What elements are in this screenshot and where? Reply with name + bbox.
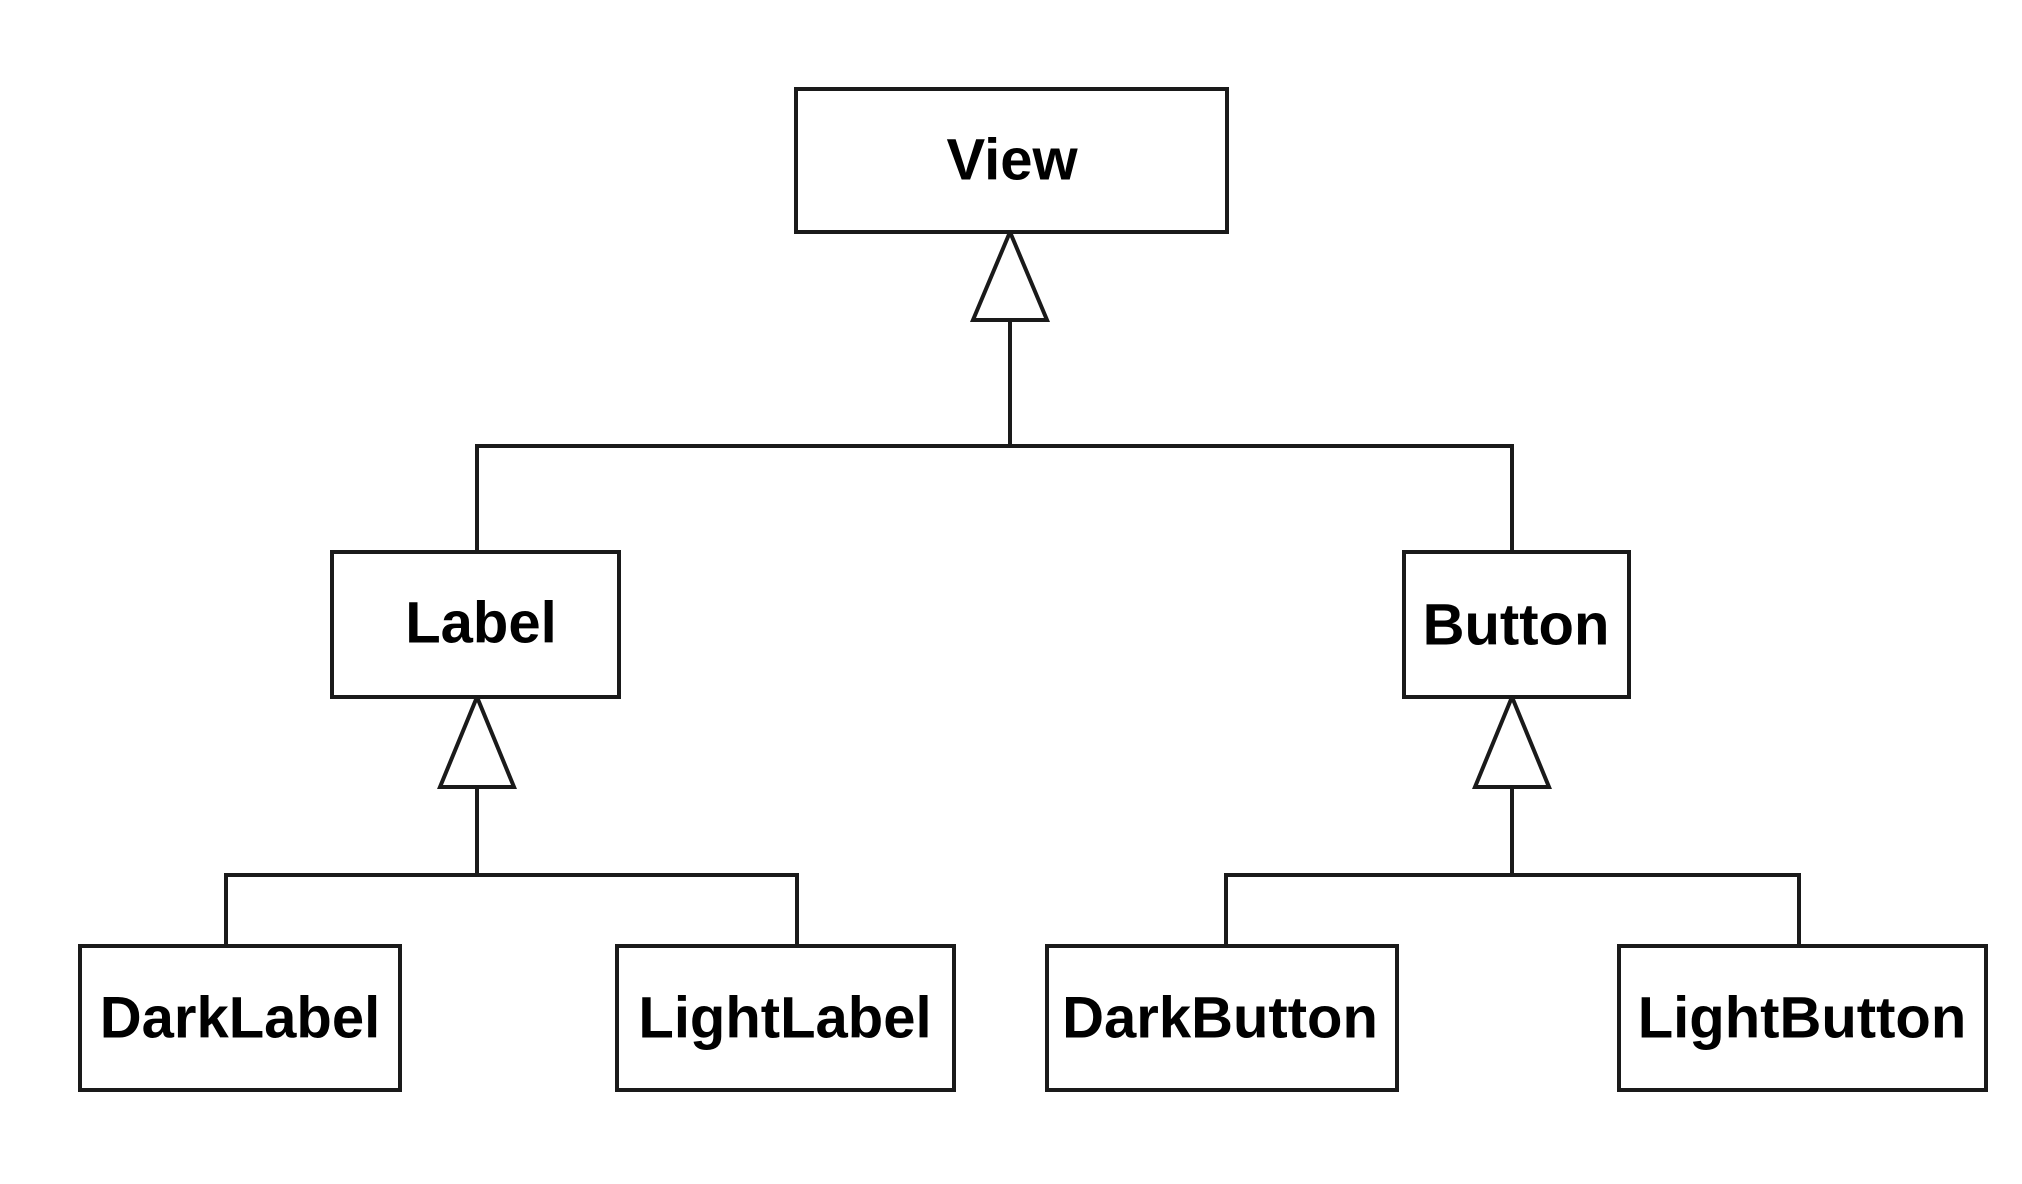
class-box-lightlabel: LightLabel — [615, 944, 956, 1092]
view-inheritance-connector — [475, 226, 1514, 552]
class-box-lightbutton: LightButton — [1617, 944, 1988, 1092]
class-box-darklabel: DarkLabel — [78, 944, 402, 1092]
lightlabel-to-label-line — [477, 873, 799, 946]
label-to-view-line — [475, 320, 1012, 552]
class-name-button: Button — [1423, 593, 1610, 658]
class-name-darklabel: DarkLabel — [100, 986, 380, 1051]
button-inheritance-arrowhead — [1472, 691, 1552, 789]
class-box-label: Label — [330, 550, 621, 699]
class-name-lightbutton: LightButton — [1638, 986, 1967, 1051]
label-inheritance-arrowhead — [437, 691, 517, 789]
lightbutton-to-button-line — [1512, 873, 1801, 946]
label-inheritance-connector — [224, 691, 799, 946]
darklabel-to-label-line — [224, 787, 479, 946]
class-name-darkbutton: DarkButton — [1062, 986, 1378, 1051]
class-name-lightlabel: LightLabel — [638, 986, 931, 1051]
button-inheritance-connector — [1224, 691, 1801, 946]
class-box-button: Button — [1402, 550, 1631, 699]
class-box-view: View — [794, 87, 1229, 234]
darkbutton-to-button-line — [1224, 787, 1514, 946]
class-name-label: Label — [405, 591, 557, 656]
view-inheritance-arrowhead — [969, 226, 1051, 322]
button-to-view-line — [1010, 444, 1514, 552]
class-box-darkbutton: DarkButton — [1045, 944, 1399, 1092]
class-name-view: View — [946, 128, 1078, 193]
